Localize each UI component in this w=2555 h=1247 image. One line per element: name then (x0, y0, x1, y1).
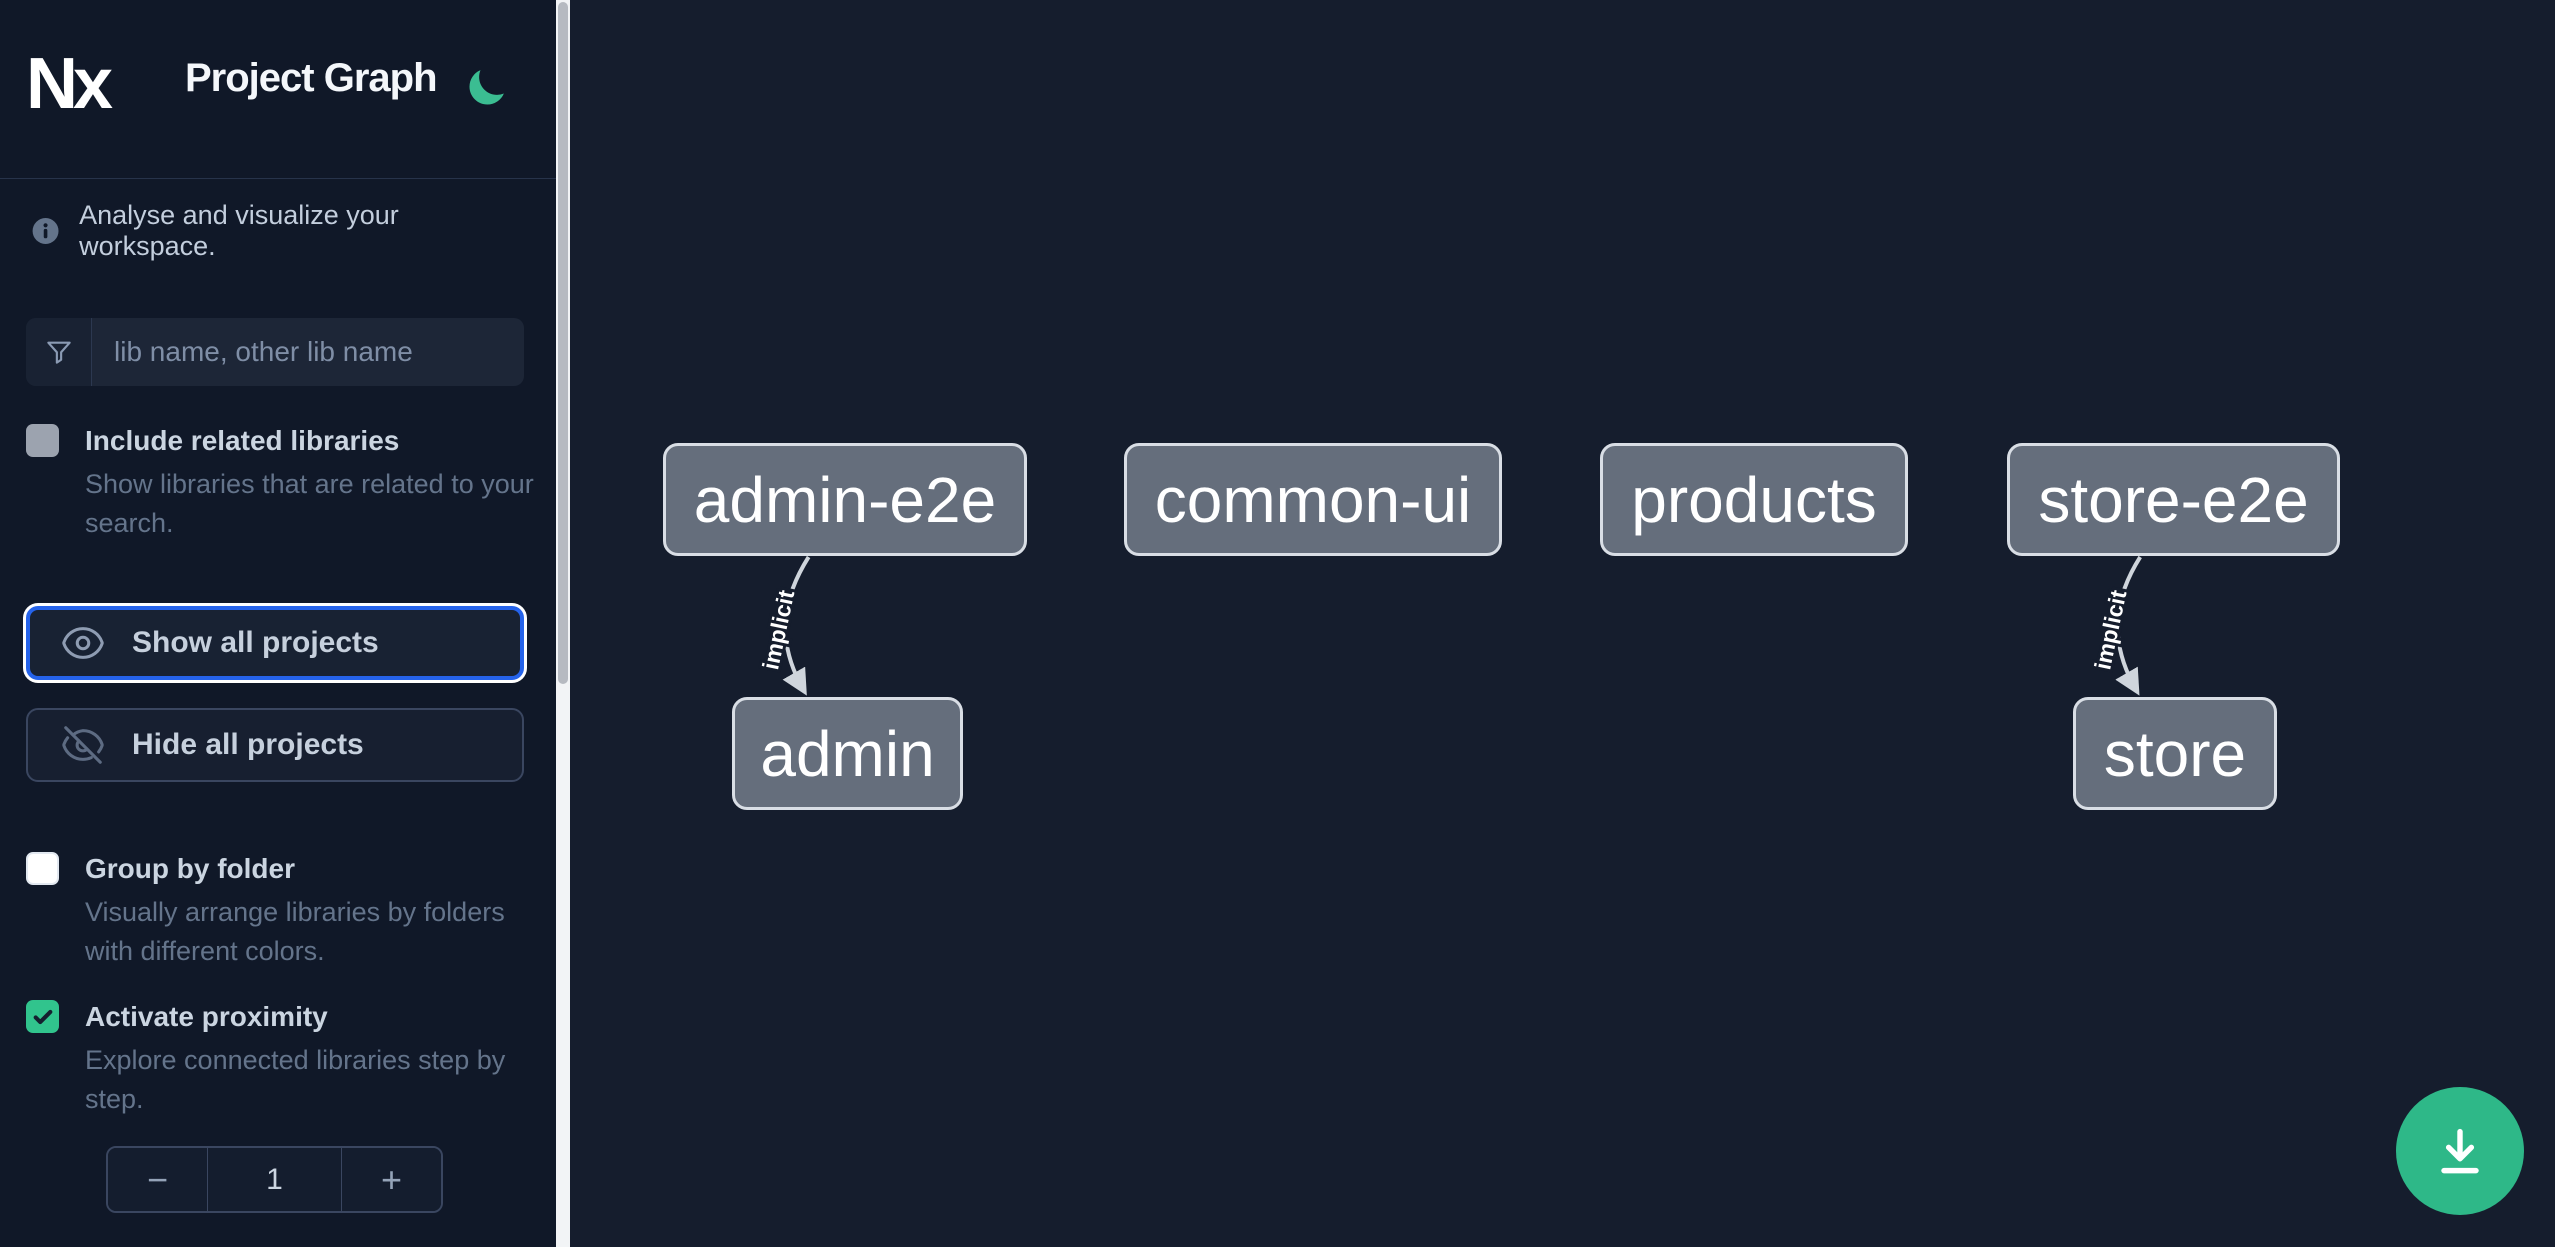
eye-icon (62, 627, 104, 659)
header-divider (0, 178, 556, 179)
option-group-by-folder: Group by folder Visually arrange librari… (26, 852, 526, 971)
proximity-value: 1 (207, 1148, 342, 1211)
include-related-description: Show libraries that are related to your … (85, 469, 534, 538)
proximity-stepper: − 1 + (106, 1146, 443, 1213)
graph-canvas[interactable]: implicit implicit admin-e2e common-ui produ… (570, 0, 2555, 1247)
edge-label: implicit (2089, 587, 2131, 671)
graph-edge-store-e2e-store[interactable] (2115, 555, 2142, 696)
sidebar-scrollbar-thumb[interactable] (558, 2, 568, 684)
checkbox-include-related[interactable] (26, 424, 59, 457)
sidebar: Nx Project Graph Analyse and visualize y… (0, 0, 570, 1247)
graph-node-store-e2e[interactable]: store-e2e (2007, 443, 2340, 556)
proximity-decrement-button[interactable]: − (108, 1148, 207, 1211)
search-icon-cell (26, 318, 92, 386)
download-image-button[interactable] (2396, 1087, 2524, 1215)
checkbox-group-by-folder[interactable] (26, 852, 59, 885)
check-icon (33, 1009, 52, 1024)
search-box (26, 318, 524, 386)
graph-edge-admin-e2e-admin[interactable] (782, 555, 811, 696)
show-all-projects-label: Show all projects (132, 626, 379, 659)
group-by-folder-label: Group by folder (85, 853, 295, 884)
activate-proximity-description: Explore connected libraries step by step… (85, 1045, 506, 1114)
group-by-folder-description: Visually arrange libraries by folders wi… (85, 897, 505, 966)
edge-label: implicit (757, 587, 799, 671)
info-text: Analyse and visualize your workspace. (79, 200, 399, 261)
activate-proximity-label: Activate proximity (85, 1001, 328, 1032)
include-related-label: Include related libraries (85, 425, 400, 456)
filter-icon (46, 341, 71, 364)
hide-all-projects-button[interactable]: Hide all projects (26, 708, 524, 782)
info-row: Analyse and visualize your workspace. (30, 200, 530, 262)
sidebar-scrollbar-track[interactable] (556, 0, 570, 1247)
graph-node-common-ui[interactable]: common-ui (1124, 443, 1502, 556)
eye-slash-icon (62, 726, 104, 764)
graph-node-admin-e2e[interactable]: admin-e2e (663, 443, 1027, 556)
moon-icon (469, 70, 504, 105)
search-input[interactable] (92, 318, 524, 386)
checkbox-activate-proximity[interactable] (26, 1000, 59, 1033)
nx-logo: Nx (26, 44, 113, 124)
proximity-increment-button[interactable]: + (342, 1148, 441, 1211)
theme-toggle-button[interactable] (464, 66, 508, 110)
graph-edges: implicit implicit (754, 555, 2142, 696)
hide-all-projects-label: Hide all projects (132, 728, 364, 761)
show-all-projects-button[interactable]: Show all projects (26, 606, 524, 680)
option-activate-proximity: Activate proximity Explore connected lib… (26, 1000, 526, 1119)
graph-node-products[interactable]: products (1600, 443, 1908, 556)
option-include-related: Include related libraries Show libraries… (26, 424, 534, 543)
graph-node-store[interactable]: store (2073, 697, 2277, 810)
graph-node-admin[interactable]: admin (732, 697, 963, 810)
download-icon (2441, 1128, 2479, 1174)
info-icon (32, 218, 59, 244)
page-title: Project Graph (185, 56, 438, 100)
